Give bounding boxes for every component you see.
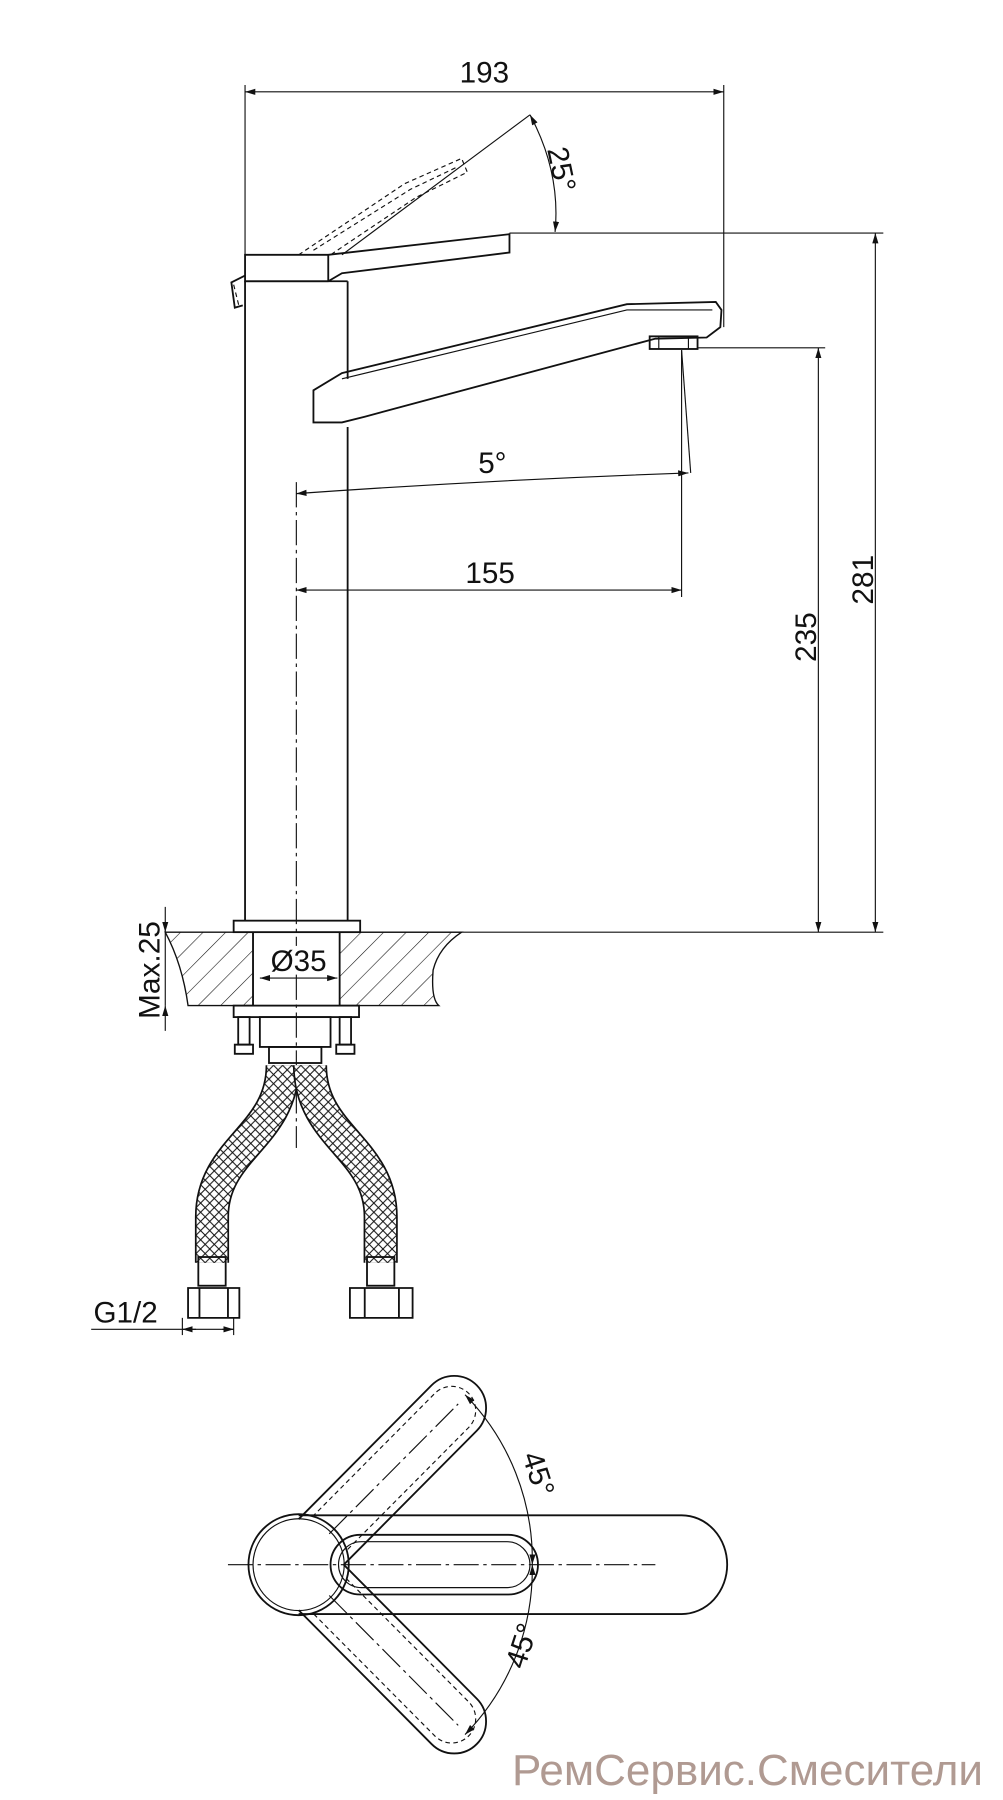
dimension-label-max25: Max.25 [134,921,167,1019]
dimension-label-25deg: 25° [540,144,581,195]
mounting-hardware [232,1004,360,1064]
dimension-heights: 235 281 [360,233,884,933]
countertop-section: Ø35 Max.25 [134,906,464,1031]
dimension-lever-angle: 25° [341,114,884,256]
dimension-thread: G1/2 [91,1296,235,1336]
watermark: РемСервис.Смесители [511,1746,983,1795]
dimension-label-45deg-lower: 45° [500,1619,545,1672]
top-view: 45° 45° [227,1375,729,1755]
aerator [648,335,699,350]
dimension-label-155: 155 [465,557,514,590]
dimension-overall-width: 193 [244,57,725,328]
dimension-label-diameter: Ø35 [271,945,327,978]
dimension-label-235: 235 [790,612,823,662]
dimension-label-5deg: 5° [478,447,506,480]
supply-hoses [187,1064,414,1319]
spout [312,300,723,424]
dimension-spout-reach: 155 [296,350,683,597]
dimension-label-281: 281 [847,555,880,605]
dimension-label-g12: G1/2 [93,1296,157,1329]
dimension-spout-angle: 5° [296,350,692,496]
dimension-label-193: 193 [460,57,509,90]
